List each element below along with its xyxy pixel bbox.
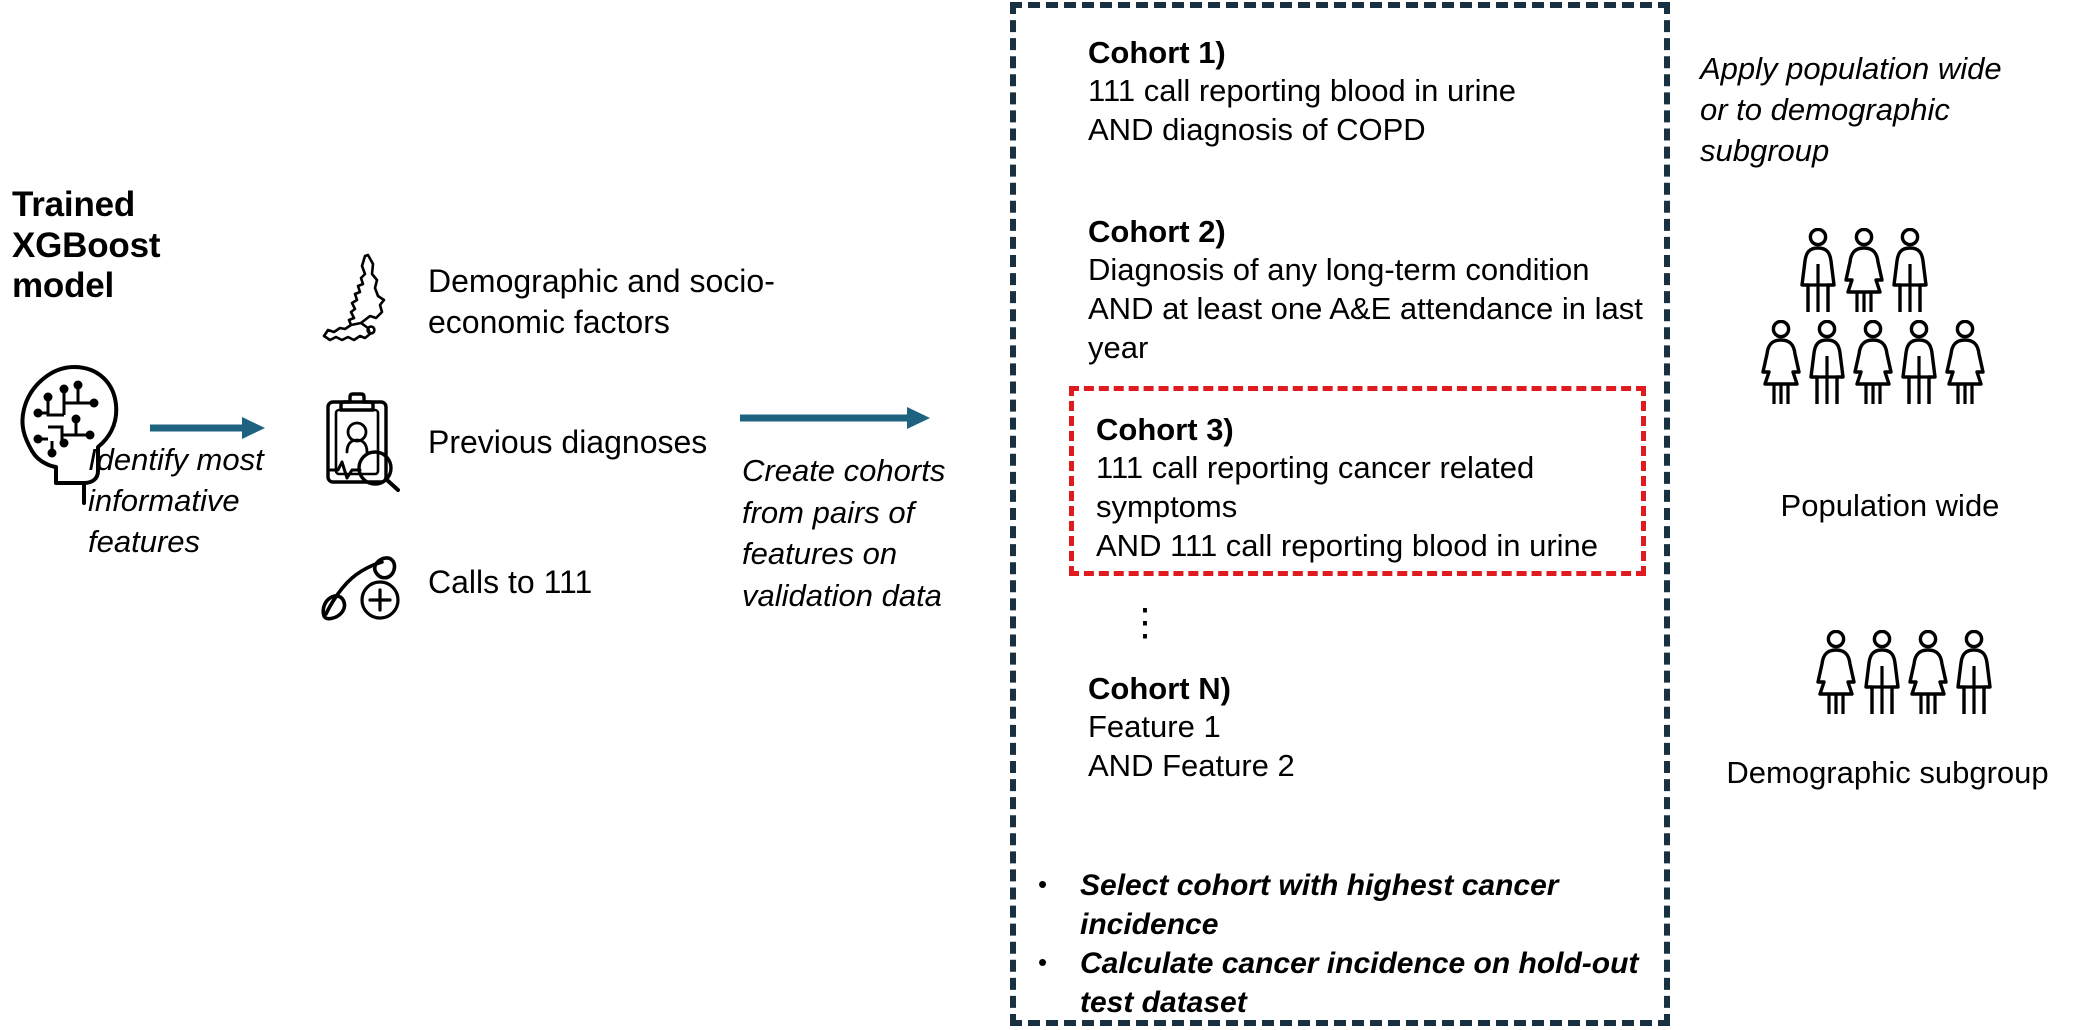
arrow1-label-line-3: features	[88, 523, 201, 559]
cohort-block-1: Cohort 1) 111 call reporting blood in ur…	[1088, 34, 1516, 149]
telephone-medical-icon	[318, 530, 404, 634]
cohort-3-line-1: 111 call reporting cancer related sympto…	[1096, 450, 1535, 525]
brain-head-icon	[12, 355, 122, 505]
arrow-create-cohorts	[740, 405, 930, 431]
cohort-n-title: Cohort N)	[1088, 671, 1231, 706]
person-male-icon	[1795, 227, 1841, 314]
stage1-title: Trained XGBoost model	[12, 185, 242, 307]
cohort-2-line-1: Diagnosis of any long-term condition	[1088, 252, 1590, 288]
arrow-create-cohorts-label: Create cohorts from pairs of features on…	[742, 450, 972, 616]
cohort-1-title: Cohort 1)	[1088, 35, 1226, 70]
demographic-subgroup-figure-group	[1813, 629, 1997, 716]
person-male-icon	[1896, 319, 1942, 406]
person-male-icon	[1951, 629, 1997, 716]
cohort-1-line-2: AND diagnosis of COPD	[1088, 112, 1426, 148]
cohort-n-line-1: Feature 1	[1088, 709, 1221, 745]
cohort-panel: Cohort 1) 111 call reporting blood in ur…	[1010, 2, 1670, 1026]
feature-label-demographic: Demographic and socio- economic factors	[428, 261, 775, 343]
arrow1-label-line-1: Identify most	[88, 442, 264, 477]
cohort-2-title: Cohort 2)	[1088, 214, 1226, 249]
cohort-action-item-2: • Calculate cancer incidence on hold-out…	[1038, 944, 1653, 1022]
person-female-icon	[1905, 629, 1951, 716]
apply-note: Apply population wide or to demographic …	[1700, 48, 2075, 172]
feature-demographic-line-1: Demographic and socio-	[428, 263, 775, 300]
feature-calls-line-1: Calls to 111	[428, 563, 593, 600]
person-male-icon	[1887, 227, 1933, 314]
feature-label-previous-diagnoses: Previous diagnoses	[428, 422, 707, 463]
apply-note-line-2: or to demographic subgroup	[1700, 92, 1950, 169]
cohort-n-line-2: AND Feature 2	[1088, 748, 1295, 784]
feature-item-demographic: Demographic and socio- economic factors	[318, 250, 775, 354]
clipboard-patient-record-icon	[318, 390, 404, 494]
cohort-3-line-2: AND 111 call reporting blood in urine	[1096, 528, 1599, 564]
feature-item-previous-diagnoses: Previous diagnoses	[318, 390, 707, 494]
stage1-title-line-2: XGBoost	[12, 225, 161, 265]
feature-diagnoses-line-1: Previous diagnoses	[428, 423, 708, 460]
arrow2-label-line-4: validation data	[742, 577, 942, 613]
person-female-icon	[1758, 319, 1804, 406]
cohort-block-3: Cohort 3) 111 call reporting cancer rela…	[1096, 411, 1641, 565]
person-female-icon	[1841, 227, 1887, 314]
cohort-action-item-1: • Select cohort with highest cancer inci…	[1038, 866, 1653, 944]
cohort-2-line-2: AND at least one A&E attendance in last …	[1088, 291, 1643, 366]
cohort-3-title: Cohort 3)	[1096, 412, 1234, 447]
person-male-icon	[1859, 629, 1905, 716]
arrow-identify-features-label: Identify most informative features	[88, 440, 283, 563]
population-wide-label: Population wide	[1780, 488, 2000, 523]
subgroup-row-1	[1813, 629, 1997, 716]
person-female-icon	[1813, 629, 1859, 716]
demographic-subgroup-label: Demographic subgroup	[1726, 755, 2049, 790]
feature-item-calls-111: Calls to 111	[318, 530, 592, 634]
cohort-actions-list: • Select cohort with highest cancer inci…	[1038, 866, 1653, 1022]
person-female-icon	[1942, 319, 1988, 406]
stage1-title-line-1: Trained	[12, 185, 136, 224]
cohort-action-text-1: Select cohort with highest cancer incide…	[1080, 869, 1559, 941]
cohort-block-2: Cohort 2) Diagnosis of any long-term con…	[1088, 213, 1664, 367]
feature-label-calls-111: Calls to 111	[428, 562, 592, 603]
arrow2-label-line-1: Create cohorts	[742, 453, 946, 488]
cohort-1-line-1: 111 call reporting blood in urine	[1088, 73, 1516, 109]
england-map-icon	[318, 250, 404, 354]
cohort-block-n: Cohort N) Feature 1 AND Feature 2	[1088, 670, 1295, 785]
arrow2-label-line-2: from pairs of	[742, 494, 915, 530]
population-row-2	[1758, 319, 1988, 406]
feature-demographic-line-2: economic factors	[428, 304, 670, 340]
cohort-3-highlight-box: Cohort 3) 111 call reporting cancer rela…	[1069, 386, 1646, 576]
arrow1-label-line-2: informative	[88, 482, 240, 518]
vertical-ellipsis: ⋮	[1126, 602, 1165, 644]
stage1-title-line-3: model	[12, 266, 115, 306]
cohort-action-text-2: Calculate cancer incidence on hold-out t…	[1080, 947, 1639, 1019]
bullet-marker-icon: •	[1038, 869, 1048, 899]
arrow-identify-features	[150, 415, 265, 441]
population-row-1	[1795, 227, 1988, 314]
arrow2-label-line-3: features on	[742, 536, 898, 572]
population-wide-figure-group	[1761, 227, 1988, 406]
bullet-marker-icon: •	[1038, 947, 1048, 977]
person-male-icon	[1804, 319, 1850, 406]
person-female-icon	[1850, 319, 1896, 406]
apply-note-line-1: Apply population wide	[1700, 51, 2002, 86]
